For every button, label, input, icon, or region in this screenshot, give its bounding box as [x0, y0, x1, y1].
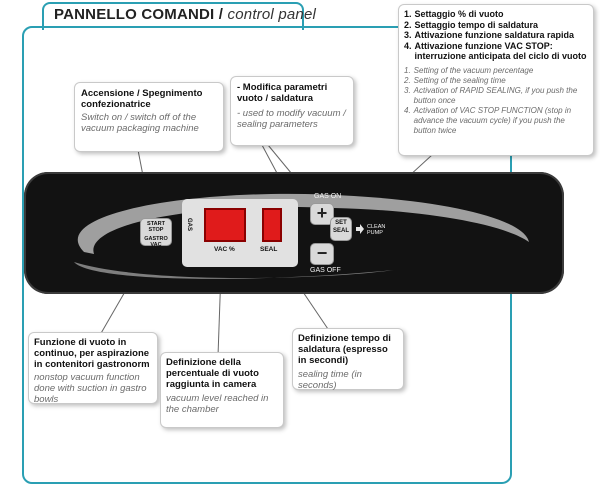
callout-power-en: Switch on / switch off of the vacuum pac…: [81, 112, 199, 134]
seal-display: [262, 208, 282, 242]
clean-pump-label: CLEAN PUMP: [367, 224, 386, 236]
seal-label: SEAL: [260, 246, 278, 253]
title-sub: control panel: [227, 6, 317, 23]
callout-vac-level-it: Definizione della percentuale di vuoto r…: [166, 357, 259, 390]
gas-off-label: GAS OFF: [310, 267, 341, 274]
title-main: PANNELLO COMANDI /: [54, 6, 224, 23]
seal-button-label: SEAL: [332, 228, 349, 234]
title-tab: [42, 2, 304, 30]
callout-params: - Modifica parametri vuoto / saldatura -…: [230, 76, 354, 146]
plus-button[interactable]: +: [310, 203, 334, 225]
gas-side-label: GAS: [186, 218, 192, 232]
vac-display: [204, 208, 246, 242]
callout-vac-level-en: vacuum level reached in the chamber: [166, 393, 269, 415]
set-label: SET: [335, 220, 347, 226]
callout-vac-level: Definizione della percentuale di vuoto r…: [160, 352, 284, 428]
callout-seal-time: Definizione tempo di saldatura (espresso…: [292, 328, 404, 391]
gastro-vac-label: GASTRO VAC: [144, 236, 168, 248]
arrow-right-icon: [356, 224, 364, 234]
start-stop-label: START STOP: [147, 221, 165, 233]
callout-seal-time-it: Definizione tempo di saldatura (espresso…: [298, 333, 391, 366]
callout-gastro: Funzione di vuoto in continuo, per aspir…: [28, 332, 158, 405]
vac-label: VAC %: [214, 246, 235, 253]
callout-params-it: - Modifica parametri vuoto / saldatura: [237, 82, 328, 104]
callout-functions: 1.Settaggio % di vuoto 2.Settaggio tempo…: [398, 4, 594, 156]
functions-it-item: 4.Attivazione funzione VAC STOP: interru…: [404, 40, 587, 62]
functions-en-item: 4.Activation of VAC STOP FUNCTION (stop …: [404, 105, 572, 135]
functions-it-item: 1.Settaggio % di vuoto: [404, 9, 504, 19]
functions-en-item: 1.Setting of the vacuum percentage: [404, 65, 534, 75]
set-seal-button[interactable]: SET SEAL: [330, 217, 352, 241]
functions-it-item: 3.Attivazione funzione saldatura rapida: [404, 30, 575, 40]
page-title: PANNELLO COMANDI / control panel: [54, 6, 316, 23]
minus-button[interactable]: −: [310, 243, 334, 265]
functions-it-item: 2.Settaggio tempo di saldatura: [404, 19, 539, 30]
callout-seal-time-en: sealing time (in seconds): [298, 369, 362, 391]
callout-power: Accensione / Spegnimento confezionatrice…: [74, 82, 224, 152]
functions-en-list: 1.Setting of the vacuum percentage 2.Set…: [404, 66, 588, 136]
callout-gastro-it: Funzione di vuoto in continuo, per aspir…: [34, 337, 150, 370]
callout-params-en: - used to modify vacuum / sealing parame…: [237, 108, 346, 130]
callout-gastro-en: nonstop vacuum function done with suctio…: [34, 372, 147, 405]
functions-en-item: 2.Setting of the sealing time: [404, 75, 506, 85]
functions-en-item: 3.Activation of RAPID SEALING, if you pu…: [404, 85, 578, 105]
start-stop-button[interactable]: START STOP GASTRO VAC: [140, 218, 172, 248]
callout-power-it: Accensione / Spegnimento confezionatrice: [81, 88, 203, 110]
functions-it-list: 1.Settaggio % di vuoto 2.Settaggio tempo…: [404, 9, 588, 62]
gas-on-label: GAS ON: [314, 193, 342, 200]
